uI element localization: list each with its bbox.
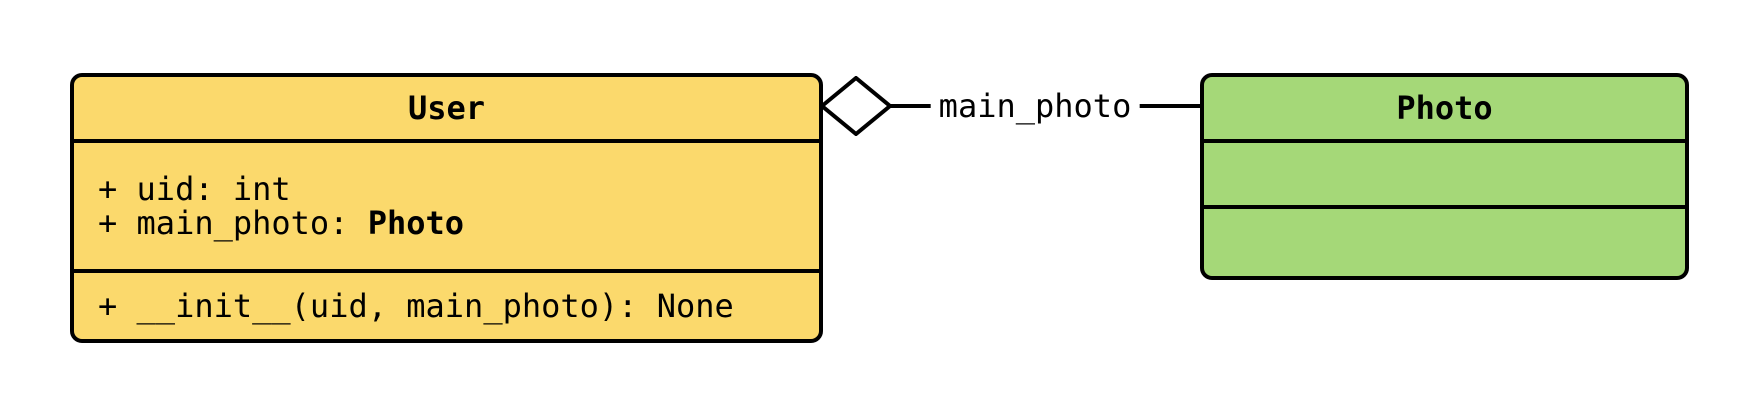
attribute-row: + uid: int <box>98 172 819 206</box>
class-box-photo[interactable]: Photo <box>1200 73 1689 280</box>
method-text: + __init__(uid, main_photo): None <box>98 287 734 325</box>
class-methods-user: + __init__(uid, main_photo): None <box>74 269 819 339</box>
attribute-text: + main_photo: <box>98 204 368 242</box>
class-box-user[interactable]: User + uid: int + main_photo: Photo + __… <box>70 73 823 343</box>
association-label: main_photo <box>930 86 1140 126</box>
class-attributes-user: + uid: int + main_photo: Photo <box>74 139 819 269</box>
attribute-type-bold: Photo <box>367 204 465 242</box>
class-name-user: User <box>407 89 486 127</box>
aggregation-diamond-icon <box>820 76 892 136</box>
attribute-row: + main_photo: Photo <box>98 206 819 240</box>
method-row: + __init__(uid, main_photo): None <box>98 289 819 323</box>
class-methods-photo <box>1204 205 1685 276</box>
class-title-photo: Photo <box>1204 77 1685 139</box>
attribute-text: + uid: int <box>98 170 291 208</box>
class-attributes-photo <box>1204 139 1685 205</box>
class-name-photo: Photo <box>1396 89 1493 127</box>
class-title-user: User <box>74 77 819 139</box>
